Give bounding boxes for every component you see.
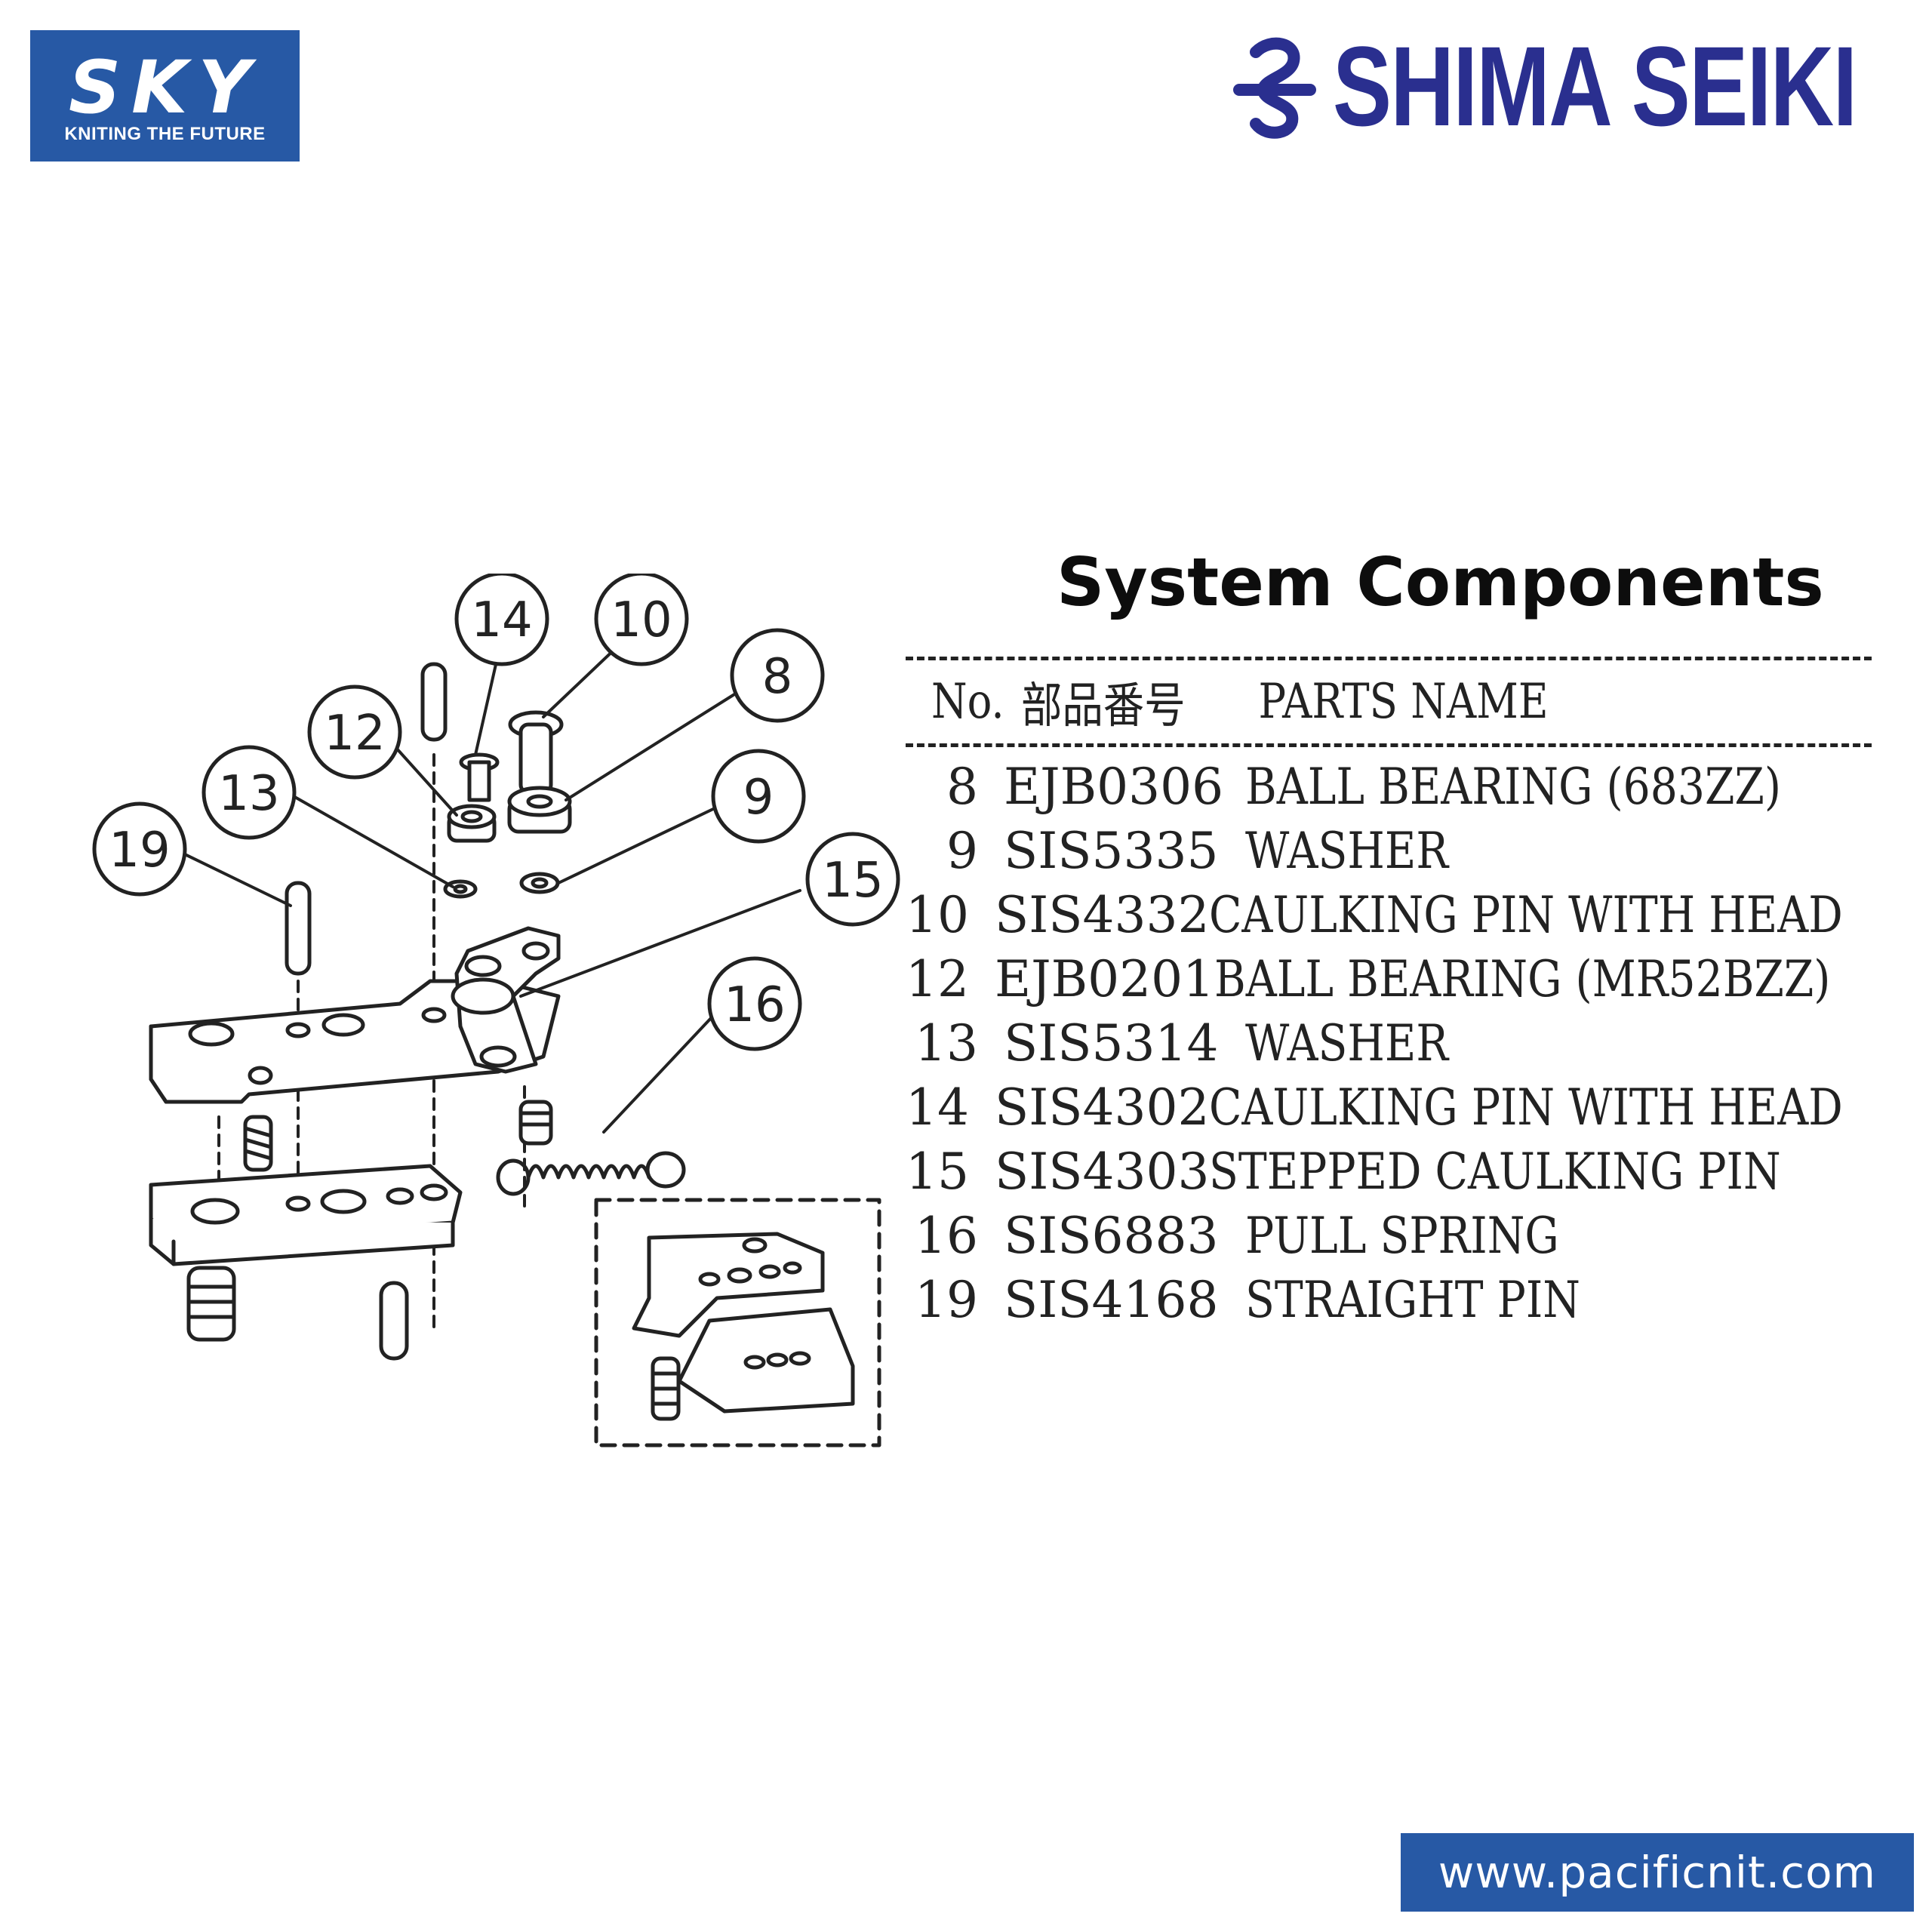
header-no: No. xyxy=(931,674,1004,730)
table-header-divider xyxy=(906,743,1872,747)
row-no: 9 xyxy=(946,822,978,880)
sky-logo-tagline: KNITING THE FUTURE xyxy=(64,124,266,144)
ball-bearing-12 xyxy=(447,804,497,843)
row-name: STEPPED CAULKING PIN xyxy=(1209,1143,1782,1201)
row-name: PULL SPRING xyxy=(1245,1207,1559,1265)
table-header: No. 部品番号 PARTS NAME xyxy=(906,660,1727,743)
bell-crank xyxy=(451,926,561,1074)
header-parts-name: PARTS NAME xyxy=(1258,674,1549,730)
callout-label: 9 xyxy=(743,770,774,826)
row-code: SIS4332 xyxy=(994,886,1210,944)
row-name: BALL BEARING (MR52BZZ) xyxy=(1214,950,1831,1008)
row-code: SIS6883 xyxy=(1004,1207,1219,1265)
table-row: 15 SIS4303 STEPPED CAULKING PIN xyxy=(906,1140,1872,1204)
row-name: CAULKING PIN WITH HEAD xyxy=(1209,1078,1844,1137)
straight-pin-19 xyxy=(285,881,312,976)
table-row: 12 EJB0201 BALL BEARING (MR52BZZ) xyxy=(906,947,1872,1011)
row-no: 15 xyxy=(906,1143,969,1201)
row-code: SIS5314 xyxy=(1004,1014,1219,1072)
set-screw-left xyxy=(243,1115,273,1172)
callout-label: 14 xyxy=(471,592,532,648)
row-no: 13 xyxy=(915,1014,978,1072)
callout-label: 13 xyxy=(218,766,279,822)
set-screw-bottom xyxy=(186,1266,236,1342)
row-code: SIS4302 xyxy=(994,1078,1210,1137)
table-row: 14 SIS4302 CAULKING PIN WITH HEAD xyxy=(906,1075,1872,1140)
table-body: 8 EJB0306 BALL BEARING (683ZZ) 9 SIS5335… xyxy=(906,747,1872,1332)
header-part-code: 部品番号 xyxy=(1021,678,1186,734)
callout-circles xyxy=(92,574,900,1051)
sky-logo: SKY KNITING THE FUTURE xyxy=(30,30,300,162)
callout-label: 19 xyxy=(109,823,170,878)
shima-seiki-logo: SHIMA SEIKI xyxy=(1233,26,1906,146)
website-url: www.pacificnit.com xyxy=(1438,1847,1877,1898)
row-name: WASHER xyxy=(1245,1014,1449,1072)
page-title: System Components xyxy=(1057,543,1824,621)
callout-label: 15 xyxy=(822,853,883,909)
row-no: 16 xyxy=(915,1207,978,1265)
row-code: EJB0306 xyxy=(1004,758,1224,816)
shima-seiki-emblem-icon xyxy=(1233,37,1316,139)
table-row: 13 SIS5314 WASHER xyxy=(906,1011,1872,1075)
row-no: 10 xyxy=(906,886,969,944)
row-no: 19 xyxy=(915,1271,978,1329)
sky-logo-word: SKY xyxy=(68,45,262,130)
washer-9 xyxy=(519,872,560,894)
row-code: EJB0201 xyxy=(994,950,1215,1008)
table-row: 19 SIS4168 STRAIGHT PIN xyxy=(906,1268,1872,1332)
row-code: SIS4168 xyxy=(1004,1271,1219,1329)
table-row: 16 SIS6883 PULL SPRING xyxy=(906,1204,1872,1268)
row-name: CAULKING PIN WITH HEAD xyxy=(1209,886,1844,944)
table-top-divider xyxy=(906,657,1872,660)
ball-bearing-8 xyxy=(507,786,572,834)
table-row: 10 SIS4332 CAULKING PIN WITH HEAD xyxy=(906,883,1872,947)
caulking-pin-10 xyxy=(508,710,564,795)
shima-seiki-wordmark: SHIMA SEIKI xyxy=(1333,23,1857,149)
website-link[interactable]: www.pacificnit.com xyxy=(1401,1833,1914,1912)
upper-lever-plate xyxy=(149,979,561,1104)
detail-inset xyxy=(594,1198,881,1447)
straight-pin-top xyxy=(420,662,448,742)
callout-label: 12 xyxy=(324,706,385,761)
callout-label: 10 xyxy=(611,592,672,648)
row-no: 14 xyxy=(906,1078,969,1137)
row-name: WASHER xyxy=(1245,822,1449,880)
callout-label: 8 xyxy=(762,649,793,705)
caulking-pin-14 xyxy=(459,752,500,802)
parts-table: No. 部品番号 PARTS NAME 8 EJB0306 BALL BEARI… xyxy=(906,657,1872,1332)
callout-label: 16 xyxy=(724,977,785,1033)
row-no: 12 xyxy=(906,950,969,1008)
table-row: 9 SIS5335 WASHER xyxy=(906,819,1872,883)
lower-plate xyxy=(149,1164,463,1266)
row-code: SIS4303 xyxy=(994,1143,1210,1201)
table-row: 8 EJB0306 BALL BEARING (683ZZ) xyxy=(906,755,1872,819)
exploded-parts-diagram: 14 10 8 12 13 9 19 15 16 xyxy=(92,574,900,1447)
row-no: 8 xyxy=(946,758,978,816)
row-name: STRAIGHT PIN xyxy=(1245,1271,1580,1329)
row-name: BALL BEARING (683ZZ) xyxy=(1245,758,1781,816)
set-screw-middle xyxy=(518,1100,553,1146)
row-code: SIS5335 xyxy=(1004,822,1219,880)
pull-spring-16 xyxy=(496,1151,686,1196)
straight-pin-bottom xyxy=(379,1281,409,1361)
